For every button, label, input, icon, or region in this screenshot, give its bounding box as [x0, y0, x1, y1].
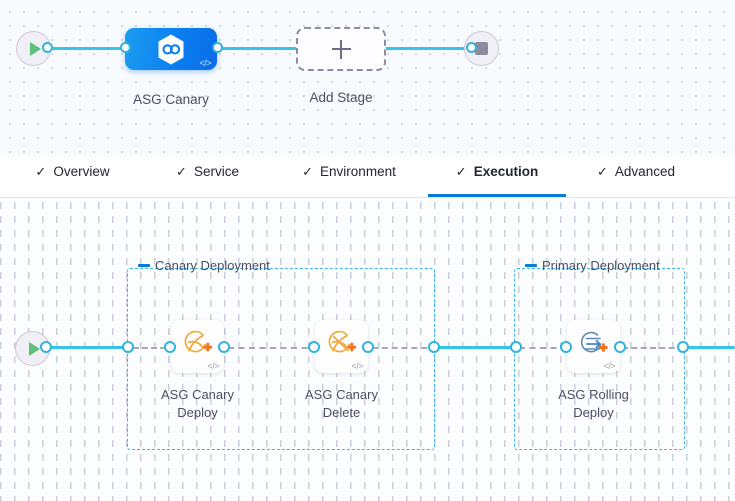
canary-group-out-port[interactable]	[428, 341, 440, 353]
stage-label-asg-canary: ASG Canary	[133, 92, 209, 107]
asg-canary-hexagon-icon	[156, 33, 186, 66]
connector-between-groups	[433, 346, 521, 349]
step-code-badge[interactable]: </>	[351, 361, 363, 371]
stage-canvas[interactable]: </> ASG Canary Add Stage	[0, 0, 735, 156]
connector-primary-in	[519, 347, 567, 349]
connector-primary-out	[622, 347, 684, 349]
add-stage-button[interactable]	[296, 27, 386, 71]
connector-canary-out	[372, 347, 437, 349]
check-icon: ✓	[302, 163, 314, 179]
asg-rolling-deploy-in-port[interactable]	[560, 341, 572, 353]
play-icon	[28, 341, 40, 356]
canary-group-in-port[interactable]	[122, 341, 134, 353]
asg-rolling-deploy-icon	[577, 328, 611, 365]
tab-overview[interactable]: ✓ Overview	[0, 156, 145, 197]
step-code-badge[interactable]: </>	[207, 361, 219, 371]
asg-canary-deploy-out-port[interactable]	[218, 341, 230, 353]
group-header-canary-deployment[interactable]: Canary Deployment	[136, 258, 272, 273]
tab-label: Advanced	[614, 163, 675, 179]
tab-execution[interactable]: ✓ Execution	[428, 156, 566, 197]
add-stage-label: Add Stage	[309, 90, 373, 105]
step-group-canary-deployment[interactable]: Canary Deployment	[127, 258, 435, 450]
step-label-asg-canary-deploy: ASG Canary Deploy	[161, 387, 234, 420]
execution-start-port[interactable]	[40, 341, 52, 353]
connector-addstage-to-end	[380, 47, 472, 50]
connector-stage-to-addstage	[208, 47, 303, 50]
asg-canary-deploy-in-port[interactable]	[164, 341, 176, 353]
tab-advanced[interactable]: ✓ Advanced	[566, 156, 706, 197]
connector-primary-to-next	[681, 346, 735, 349]
stage-node-asg-canary[interactable]: </>	[125, 28, 217, 70]
step-code-badge[interactable]: </>	[603, 361, 615, 371]
minus-dash-icon[interactable]	[525, 264, 537, 267]
step-node-asg-canary-delete[interactable]: </>	[315, 320, 368, 373]
asg-deploy-icon	[181, 328, 215, 365]
asg-canary-delete-out-port[interactable]	[362, 341, 374, 353]
group-header-primary-deployment[interactable]: Primary Deployment	[523, 258, 662, 273]
asg-delete-icon	[325, 328, 359, 365]
execution-canvas[interactable]: Canary Deployment	[0, 198, 735, 501]
check-icon: ✓	[597, 163, 608, 179]
primary-group-out-port[interactable]	[677, 341, 689, 353]
asg-rolling-deploy-out-port[interactable]	[614, 341, 626, 353]
asg-canary-delete-in-port[interactable]	[308, 341, 320, 353]
check-icon: ✓	[176, 163, 187, 179]
stage-out-port[interactable]	[212, 42, 223, 53]
connector-start-to-canary-group	[42, 346, 134, 349]
connector-canary-in	[133, 347, 175, 349]
connector-start-to-stage	[44, 47, 134, 50]
stage-code-badge[interactable]: </>	[199, 58, 211, 68]
tab-environment[interactable]: ✓ Environment	[270, 156, 428, 197]
minus-dash-icon[interactable]	[138, 264, 150, 267]
connector-deploy-to-delete	[228, 347, 318, 349]
step-label-asg-canary-delete: ASG Canary Delete	[305, 387, 378, 420]
group-title-label: Canary Deployment	[155, 258, 270, 273]
tab-label: Overview	[53, 163, 110, 179]
stop-square-icon	[475, 42, 488, 55]
tab-label: Execution	[473, 163, 539, 179]
check-icon: ✓	[35, 163, 47, 179]
play-icon	[29, 41, 41, 56]
start-port[interactable]	[42, 42, 53, 53]
tab-label: Environment	[320, 163, 396, 179]
check-icon: ✓	[455, 163, 467, 179]
stage-config-tabs[interactable]: ✓ Overview ✓ Service ✓ Environment ✓ Exe…	[0, 156, 735, 198]
step-group-primary-deployment[interactable]: Primary Deployment	[514, 258, 685, 450]
stage-in-port[interactable]	[120, 42, 131, 53]
primary-group-in-port[interactable]	[510, 341, 522, 353]
group-title-label: Primary Deployment	[542, 258, 660, 273]
step-node-asg-rolling-deploy[interactable]: </>	[567, 320, 620, 373]
end-port[interactable]	[466, 42, 477, 53]
plus-icon	[331, 39, 351, 59]
step-label-asg-rolling-deploy: ASG Rolling Deploy	[558, 387, 629, 420]
tab-service[interactable]: ✓ Service	[145, 156, 270, 197]
tab-label: Service	[193, 163, 239, 179]
step-node-asg-canary-deploy[interactable]: </>	[171, 320, 224, 373]
